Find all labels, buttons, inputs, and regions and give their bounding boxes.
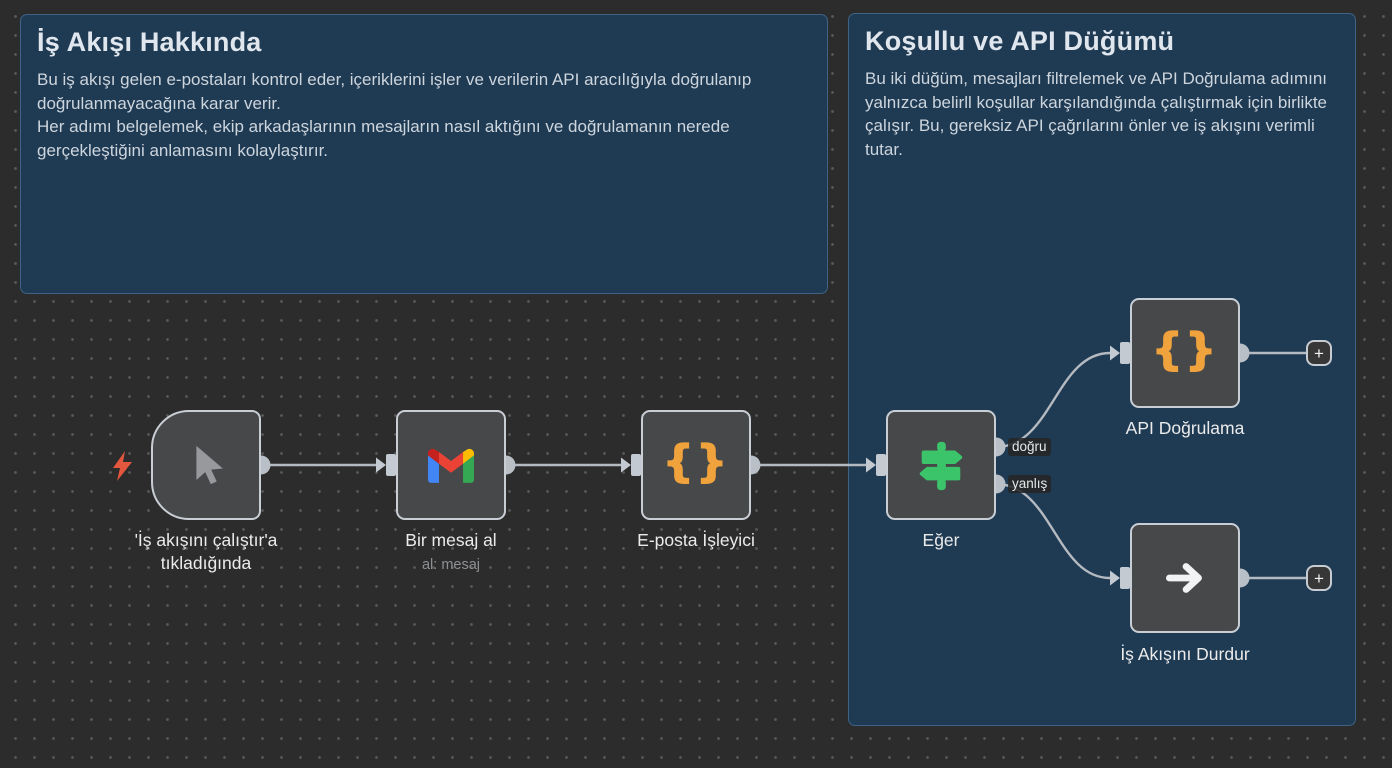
sticky-body-paragraph: Bu iki düğüm, mesajları filtrelemek ve A… (865, 69, 1328, 159)
input-port[interactable] (1120, 567, 1130, 589)
port-label-true: doğru (1008, 438, 1051, 456)
add-node-button[interactable]: + (1306, 565, 1332, 591)
arrowhead-icon (621, 457, 631, 473)
node-stop-workflow[interactable] (1130, 523, 1240, 633)
plus-icon: + (1314, 343, 1324, 363)
node-gmail[interactable] (396, 410, 506, 520)
node-sublabel: al: mesaj (421, 557, 481, 573)
node-if[interactable] (886, 410, 996, 520)
sticky-body-paragraph: Her adımı belgelemek, ekip arkadaşlarını… (37, 117, 730, 160)
code-braces-icon: {} (1151, 324, 1219, 375)
cursor-icon (196, 445, 223, 485)
input-port[interactable] (876, 454, 886, 476)
arrow-right-icon (1165, 563, 1202, 593)
input-port[interactable] (386, 454, 396, 476)
plus-icon: + (1314, 568, 1324, 588)
arrowhead-icon (1110, 570, 1120, 586)
signpost-icon (919, 441, 963, 491)
port-label-false: yanlış (1008, 475, 1052, 493)
node-label-trigger: 'İş akışını çalıştır'a tıkladığında (134, 530, 278, 573)
sticky-title: İş Akışı Hakkında (37, 27, 262, 57)
node-manual-trigger[interactable] (151, 410, 261, 520)
arrowhead-icon (376, 457, 386, 473)
lightning-bolt-icon (113, 451, 132, 481)
input-port[interactable] (631, 454, 641, 476)
node-code-api-validation[interactable]: {} (1130, 298, 1240, 408)
node-label-code: E-posta İşleyici (637, 530, 755, 550)
sticky-title: Koşullu ve API Düğümü (865, 26, 1175, 56)
add-node-button[interactable]: + (1306, 340, 1332, 366)
input-ports (376, 342, 1130, 589)
input-port[interactable] (1120, 342, 1130, 364)
node-label-if: Eğer (922, 530, 960, 550)
node-label-gmail: Bir mesaj al al: mesaj (341, 529, 561, 577)
code-braces-icon: {} (662, 436, 730, 487)
gmail-icon (428, 448, 474, 483)
node-label-stop: İş Akışını Durdur (1120, 644, 1250, 664)
sticky-note-conditional-api[interactable]: Koşullu ve API Düğümü Bu iki düğüm, mesa… (848, 13, 1356, 726)
sticky-note-workflow-about[interactable]: İş Akışı Hakkında Bu iş akışı gelen e-po… (20, 14, 828, 294)
sticky-body-paragraph: Bu iş akışı gelen e-postaları kontrol ed… (37, 70, 752, 113)
node-label-api: API Doğrulama (1125, 418, 1245, 438)
node-code-email-processor[interactable]: {} (641, 410, 751, 520)
arrowhead-icon (1110, 345, 1120, 361)
arrowhead-icon (866, 457, 876, 473)
